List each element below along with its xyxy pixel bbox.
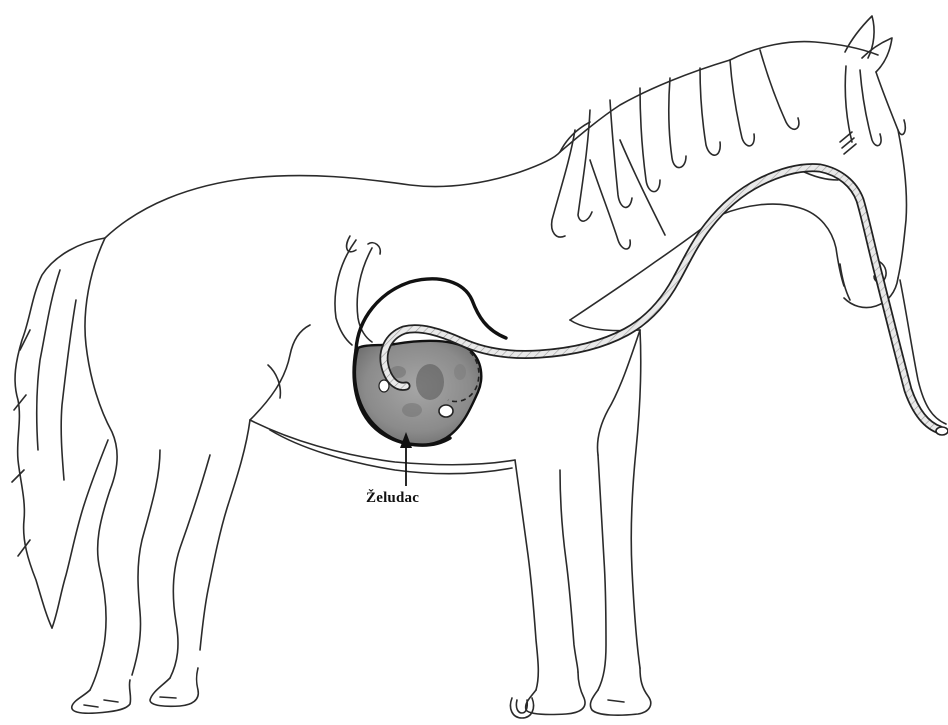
horse-front-legs bbox=[510, 330, 650, 718]
horse-neck bbox=[560, 60, 730, 320]
stomach-label: Želudac bbox=[366, 490, 419, 507]
eye-marks bbox=[840, 132, 856, 154]
rib-lines bbox=[335, 236, 380, 345]
horse-tail bbox=[12, 238, 108, 628]
stomach bbox=[354, 279, 506, 445]
horseshoe-icon bbox=[510, 698, 533, 718]
